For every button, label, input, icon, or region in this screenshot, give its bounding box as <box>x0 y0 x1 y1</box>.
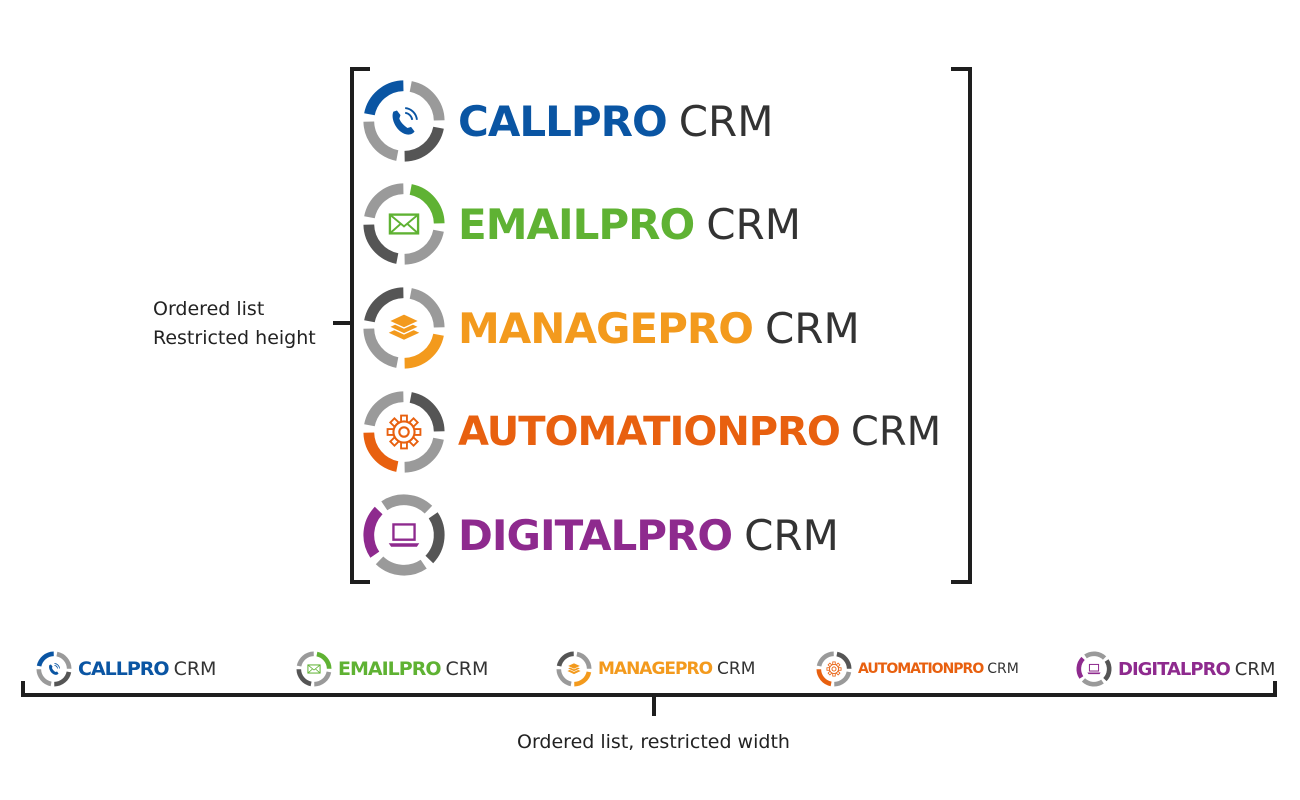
vertical-list-label-line1: Ordered list <box>153 298 265 320</box>
logo-brand-name: CALLPRO <box>78 658 170 680</box>
layers-ring-icon <box>363 287 445 369</box>
gear-ring-icon <box>363 391 445 473</box>
logo-brand-name: EMAILPRO <box>338 658 441 680</box>
phone-ring-icon <box>363 80 445 162</box>
layers-icon <box>387 313 421 340</box>
phone-icon <box>49 663 60 675</box>
logo-brand-name: MANAGEPRO <box>598 659 713 679</box>
logo-suffix: CRM <box>717 659 756 679</box>
logo-brand-name: EMAILPRO <box>458 199 695 249</box>
laptop-ring-icon <box>363 494 445 576</box>
envelope-ring-icon <box>296 651 332 687</box>
laptop-icon <box>388 523 420 547</box>
logo-brand-name: AUTOMATIONPRO <box>458 409 841 455</box>
vertical-list-label: Ordered list Restricted height <box>153 295 316 353</box>
logo-suffix: CRM <box>678 96 774 146</box>
phone-icon <box>392 107 418 135</box>
phone-ring-icon <box>36 651 72 687</box>
logo-brand-name: DIGITALPRO <box>1118 658 1231 680</box>
logo-brand-name: MANAGEPRO <box>458 303 754 353</box>
logo-suffix: CRM <box>850 409 942 455</box>
envelope-ring-icon <box>363 183 445 265</box>
gear-icon <box>826 661 842 677</box>
layers-icon <box>566 662 582 675</box>
logo-suffix: CRM <box>744 510 839 560</box>
logo-brand-name: DIGITALPRO <box>458 510 733 560</box>
logo-suffix: CRM <box>445 658 489 680</box>
gear-ring-icon <box>816 651 852 687</box>
envelope-icon <box>388 213 420 235</box>
laptop-ring-icon <box>1076 651 1112 687</box>
logo-brand-name: CALLPRO <box>458 96 668 146</box>
logo-suffix: CRM <box>1234 658 1276 680</box>
laptop-icon <box>1087 663 1101 675</box>
layers-ring-icon <box>556 651 592 687</box>
logo-suffix: CRM <box>764 303 860 353</box>
logo-brand-name: AUTOMATIONPRO <box>858 661 984 677</box>
logo-suffix: CRM <box>173 658 217 680</box>
logo-suffix: CRM <box>706 199 801 249</box>
vertical-list-label-line2: Restricted height <box>153 327 316 349</box>
logo-suffix: CRM <box>987 661 1019 677</box>
gear-icon <box>386 414 422 450</box>
horizontal-list-label: Ordered list, restricted width <box>517 731 790 753</box>
envelope-icon <box>307 664 321 674</box>
